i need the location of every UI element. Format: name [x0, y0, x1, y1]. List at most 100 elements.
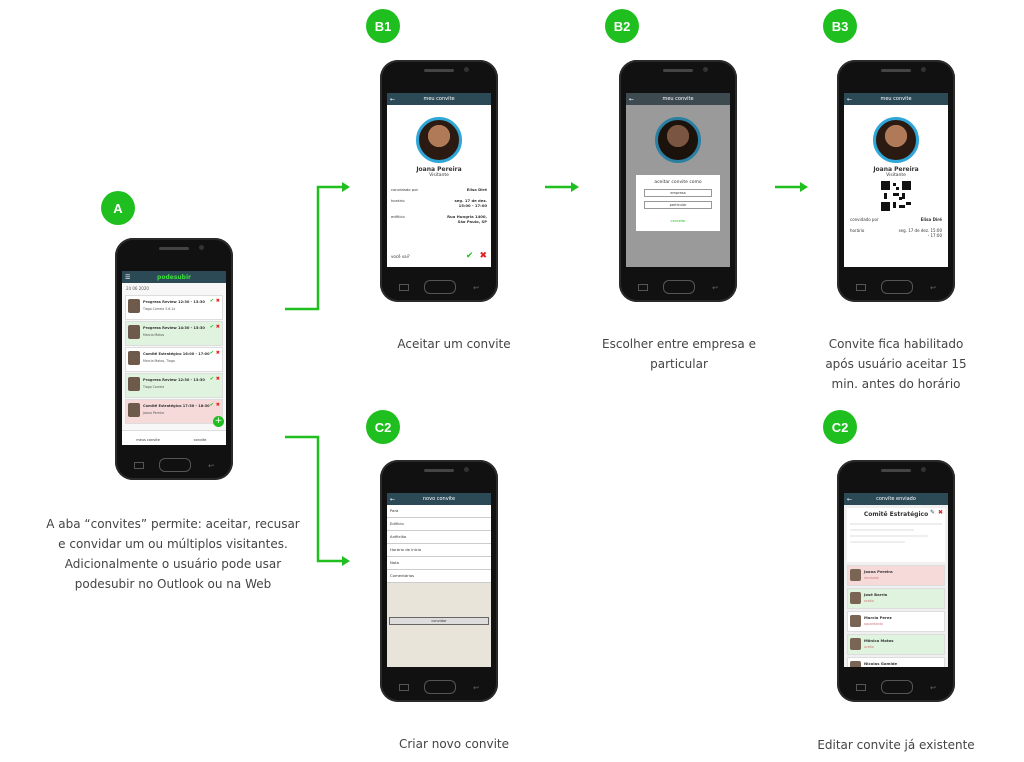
accept-icon[interactable]: ✔: [209, 376, 214, 382]
avatar: [128, 299, 140, 313]
form-field[interactable]: Para: [387, 505, 491, 518]
caption-c2-right: Editar convite já existente: [817, 738, 975, 752]
phone-b3: ←meu convite Joana Pereira Visitante con…: [837, 60, 955, 302]
screen-title: novo convite: [422, 496, 456, 502]
list-item-title: Progress Review 14:30 - 15:30: [143, 326, 205, 330]
guest-name: Nicolas Gomide: [864, 661, 898, 666]
phone-a: ☰ podesubir 24 06 2020 Progress Review 1…: [115, 238, 233, 480]
list-item-sub: Tiago Correia 3.6.1x: [143, 307, 176, 311]
guest-status: recusado: [864, 576, 879, 580]
detail-value: Elisa Diré: [466, 187, 487, 192]
option-particular[interactable]: particular: [644, 201, 712, 209]
decline-icon[interactable]: ✖: [215, 350, 220, 356]
list-item-title: Progress Review 12:30 - 13:30: [143, 300, 205, 304]
accept-icon[interactable]: ✔: [465, 251, 474, 261]
avatar: [850, 569, 861, 581]
caption-line: Adicionalmente o usuário pode usar: [64, 557, 282, 571]
guest-name: José Barrio: [864, 592, 888, 597]
guest-role: Visitante: [429, 173, 449, 178]
phone-c2-right: ←convite enviado Comitê Estratégico ✎ ✖ …: [837, 460, 955, 702]
step-badge-b2: B2: [605, 9, 639, 43]
close-icon[interactable]: ✖: [937, 509, 943, 516]
attend-question: você vai?: [391, 253, 410, 259]
guest-name: Joana Pereira: [416, 166, 462, 173]
accept-icon[interactable]: ✔: [209, 402, 214, 408]
guest-name: Joana Pereira: [864, 569, 893, 574]
screen-title: meu convite: [423, 96, 455, 102]
caption-line: e convidar um ou múltiplos visitantes.: [58, 537, 288, 551]
detail-value: Rua Hungria 1400, São Paulo, SP: [447, 214, 487, 224]
detail-row: convidado por Elisa Diré: [387, 184, 491, 195]
cancel-link[interactable]: cancelar: [670, 219, 686, 223]
phone-b2: ←meu convite aceitar convite como empres…: [619, 60, 737, 302]
guest-row: Joana Pereira recusado: [847, 565, 945, 586]
accept-icon[interactable]: ✔: [209, 324, 214, 330]
decline-icon[interactable]: ✖: [479, 251, 487, 261]
edit-icon[interactable]: ✎: [929, 509, 935, 516]
date-header: 24 06 2020: [126, 286, 149, 291]
add-invite-button[interactable]: +: [213, 416, 224, 427]
phone-b1: ← meu convite Joana Pereira Visitante con…: [380, 60, 498, 302]
time-label: horário: [850, 228, 865, 233]
caption-line: Convite fica habilitado: [828, 337, 964, 351]
form-field[interactable]: Comentários: [387, 570, 491, 583]
caption-b1: Aceitar um convite: [397, 337, 511, 351]
invited-by-label: convidado por: [850, 217, 879, 222]
list-item-title: Progress Review 12:30 - 13:30: [143, 378, 205, 382]
accept-dialog: aceitar convite como empresa particular …: [636, 175, 720, 231]
form-field[interactable]: Horário de início: [387, 544, 491, 557]
form-field[interactable]: Edifício: [387, 518, 491, 531]
menu-icon[interactable]: ☰: [125, 273, 131, 281]
avatar: [128, 325, 140, 339]
guest-status: aguardando: [864, 622, 884, 626]
option-empresa[interactable]: empresa: [644, 189, 712, 197]
step-badge-b1: B1: [366, 9, 400, 43]
dialog-title: aceitar convite como: [654, 180, 702, 185]
decline-icon[interactable]: ✖: [215, 324, 220, 330]
step-badge-b3: B3: [823, 9, 857, 43]
step-badge-a: A: [101, 191, 135, 225]
back-icon[interactable]: ←: [390, 95, 396, 103]
avatar: [128, 403, 140, 417]
list-item-title: Comitê Estratégico 17:30 - 18:30: [143, 404, 210, 408]
invited-by-value: Elisa Diré: [920, 217, 942, 222]
detail-value: seg. 17 de dez. 15:00 - 17:00: [454, 198, 487, 208]
list-item-sub: Tiago Correia: [143, 385, 165, 389]
tab-meus-convite[interactable]: meus convite: [136, 438, 160, 442]
list-item-sub: Marcia Matos, Tiago: [143, 359, 175, 363]
form-field[interactable]: Nota: [387, 557, 491, 570]
avatar: [850, 592, 861, 604]
detail-label: convidado por: [391, 187, 419, 192]
invite-button[interactable]: convidar: [389, 617, 489, 625]
decline-icon[interactable]: ✖: [215, 298, 220, 304]
qr-code: [881, 181, 911, 211]
caption-c2-left: Criar novo convite: [398, 737, 510, 751]
list-item-sub: Joana Pereira: [143, 411, 164, 415]
avatar: [850, 638, 861, 650]
time-value: seg. 17 de dez. 15:00 - 17:00: [898, 228, 942, 238]
accept-icon[interactable]: ✔: [209, 350, 214, 356]
form-field[interactable]: Anfitrião: [387, 531, 491, 544]
decline-icon[interactable]: ✖: [215, 402, 220, 408]
decline-icon[interactable]: ✖: [215, 376, 220, 382]
list-item-sub: Marcia Matos: [143, 333, 165, 337]
tab-convite[interactable]: convite: [193, 438, 207, 442]
arrow-a-to-b1: [285, 185, 342, 311]
meeting-title: Comitê Estratégico: [863, 511, 929, 518]
app-title: podesubir: [157, 273, 191, 281]
guest-name: Marcia Perez: [864, 615, 892, 620]
accept-icon[interactable]: ✔: [209, 298, 214, 304]
